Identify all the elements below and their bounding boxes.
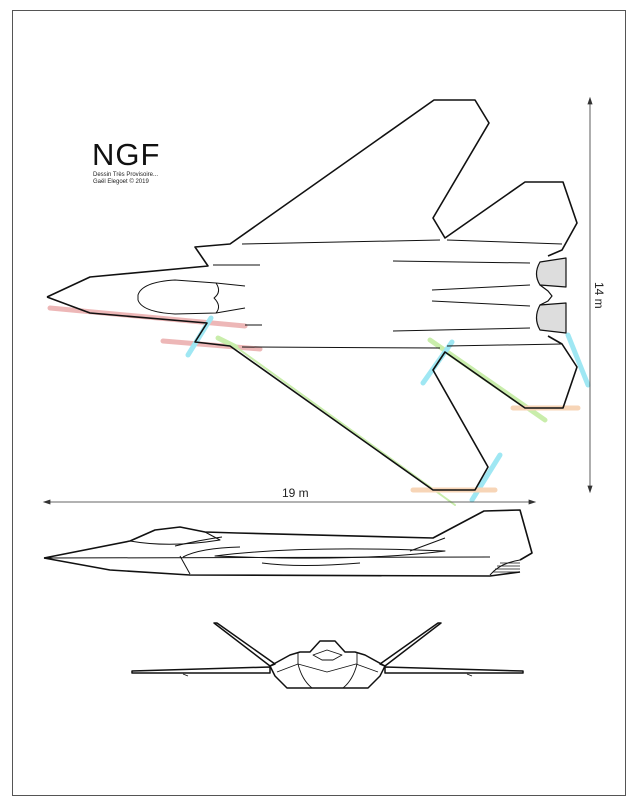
side-view <box>43 509 533 577</box>
length-dimension-label: 19 m <box>282 486 309 500</box>
dimension-lines <box>42 96 593 505</box>
logo-title: NGF <box>92 137 161 172</box>
drawing-frame <box>12 10 626 796</box>
top-view <box>46 99 578 491</box>
construction-lines <box>47 305 591 506</box>
front-view <box>131 622 524 689</box>
side-nozzle <box>493 562 520 573</box>
engine-nozzles <box>535 257 567 334</box>
logo-subtitle-1: Dessin Très Provisoire... <box>93 172 159 178</box>
logo-subtitle-2: Gaël Elegoet © 2019 <box>93 179 149 185</box>
